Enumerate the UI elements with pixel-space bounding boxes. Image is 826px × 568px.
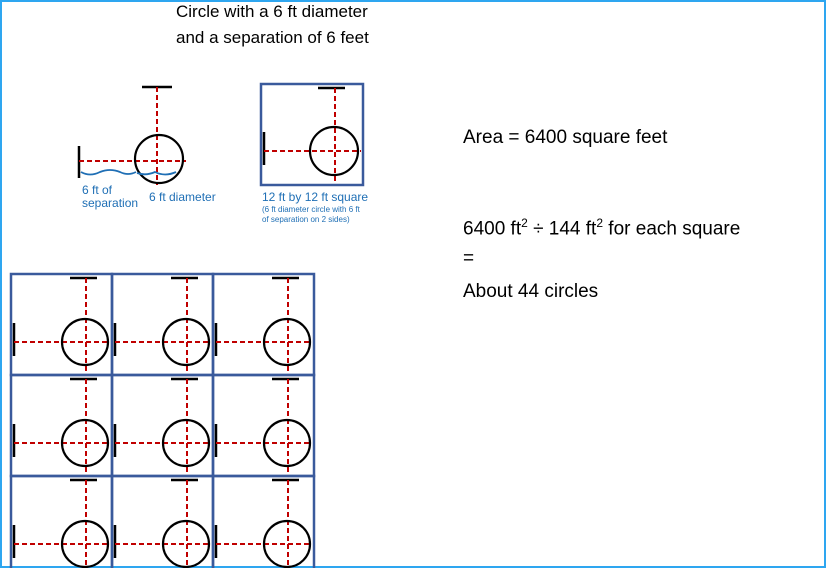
grid-cell-1-3-square — [211, 272, 316, 377]
grid-cell-3-1-square — [9, 474, 114, 568]
square-outline — [259, 82, 365, 187]
square-note-line-2: of separation on 2 sides) — [262, 215, 350, 224]
grid-cell-2-3-circle — [262, 418, 312, 468]
dividend-exponent: 2 — [521, 216, 528, 230]
equals-sign: = — [463, 248, 475, 269]
division-statement: 6400 ft2 ÷ 144 ft2 for each square — [463, 216, 740, 240]
single-unit-illustration — [77, 85, 186, 185]
square-title-label: 12 ft by 12 ft square — [262, 190, 369, 204]
grid-cell-1-1-circle — [60, 317, 110, 367]
separation-label-line-1: 6 ft of — [82, 183, 113, 197]
grid-cell-2-2-circle — [161, 418, 211, 468]
grid-cell-2-2-square — [110, 373, 215, 478]
grid-cell-1-3-circle — [262, 317, 312, 367]
division-sign: ÷ 144 ft — [527, 218, 597, 240]
diameter-label: 6 ft diameter — [149, 190, 216, 204]
grid-cell-1-2-circle — [161, 317, 211, 367]
square-note-line-1: (6 ft diameter circle with 6 ft — [262, 205, 360, 214]
diameter-brace — [136, 171, 177, 176]
packing-grid — [9, 272, 316, 568]
grid-cell-3-2-square — [110, 474, 215, 568]
title-line-1: Circle with a 6 ft diameter — [176, 2, 368, 21]
unit-circle — [133, 133, 185, 185]
grid-cell-3-3-square — [211, 474, 316, 568]
separation-brace — [80, 169, 137, 176]
separation-label-line-2: separation — [82, 196, 139, 210]
grid-cell-1-2-square — [110, 272, 215, 377]
divisor-exponent: 2 — [596, 216, 604, 230]
division-suffix: for each square — [603, 218, 741, 240]
area-statement: Area = 6400 square feet — [463, 127, 668, 148]
grid-cell-2-1-square — [9, 373, 114, 478]
grid-cell-2-1-circle — [60, 418, 110, 468]
grid-cell-3-2-circle — [161, 519, 211, 568]
title-line-2: and a separation of 6 feet — [176, 28, 369, 47]
single-square-illustration — [259, 82, 365, 187]
grid-cell-3-3-circle — [262, 519, 312, 568]
grid-cell-1-1-square — [9, 272, 114, 377]
grid-cell-2-3-square — [211, 373, 316, 478]
square-circle — [308, 125, 360, 177]
grid-cell-3-1-circle — [60, 519, 110, 568]
division-dividend: 6400 ft — [463, 218, 522, 240]
result-statement: About 44 circles — [463, 281, 599, 302]
